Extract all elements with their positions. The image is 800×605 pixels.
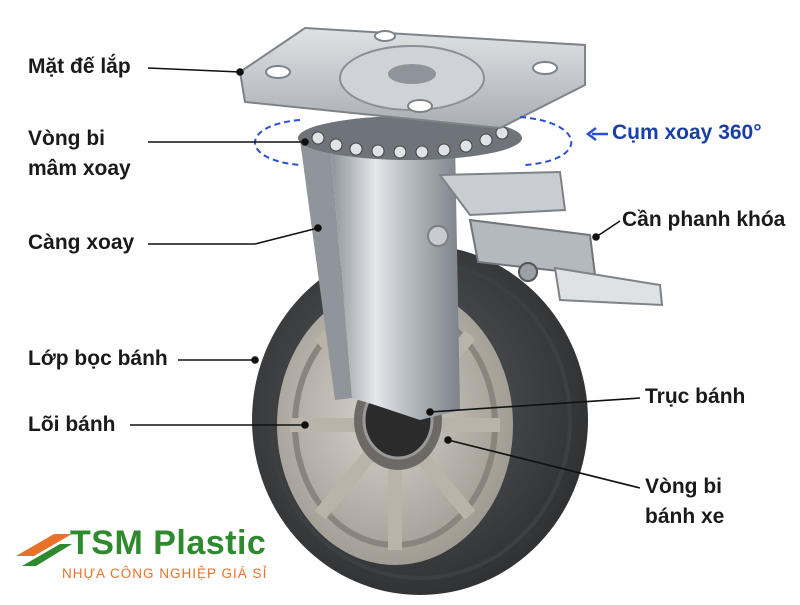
leader-wheel-bearing — [447, 439, 641, 489]
plate-center — [388, 64, 436, 84]
brand-name: TSM Plastic — [70, 524, 267, 562]
fork-leg-right — [330, 140, 460, 420]
leader-lines — [130, 67, 641, 489]
brake-pedal — [553, 266, 664, 307]
swivel-head — [238, 26, 586, 160]
label-mounting-plate: Mặt đế lắp — [28, 55, 131, 78]
label-swivel-bearing-line2: mâm xoay — [28, 157, 131, 180]
label-wheel-tread: Lớp bọc bánh — [28, 347, 168, 370]
brand-mark-icon — [16, 534, 72, 566]
label-wheel-bearing-line1: Vòng bi — [645, 475, 722, 498]
label-swivel-bearing-line1: Vòng bi — [28, 127, 105, 150]
brake-spring — [518, 262, 538, 282]
label-wheel-bearing-line2: bánh xe — [645, 505, 725, 528]
brand-logo: TSM Plastic NHỰA CÔNG NGHIỆP GIÁ SỈ — [14, 522, 294, 592]
plate-holes — [265, 30, 558, 113]
brake-assembly — [438, 170, 664, 307]
rotation-arrow-icon — [585, 127, 608, 141]
brake-bracket — [438, 170, 567, 217]
label-swivel-fork: Càng xoay — [28, 231, 135, 254]
fork-leg-left — [300, 140, 352, 400]
leader-axle — [429, 397, 641, 413]
brand-tagline: NHỰA CÔNG NGHIỆP GIÁ SỈ — [62, 566, 268, 581]
fork-rivet — [427, 225, 449, 247]
swivel-fork — [300, 140, 460, 420]
label-brake-lever: Cần phanh khóa — [622, 208, 786, 231]
bearing-balls — [311, 126, 509, 159]
label-swivel-360: Cụm xoay 360° — [612, 121, 762, 144]
label-axle: Trục bánh — [645, 385, 746, 408]
rotation-dashed-right — [519, 116, 573, 166]
leader-brake-lever — [595, 220, 621, 238]
leader-mounting-plate — [147, 67, 241, 73]
label-wheel-core: Lõi bánh — [28, 413, 116, 436]
